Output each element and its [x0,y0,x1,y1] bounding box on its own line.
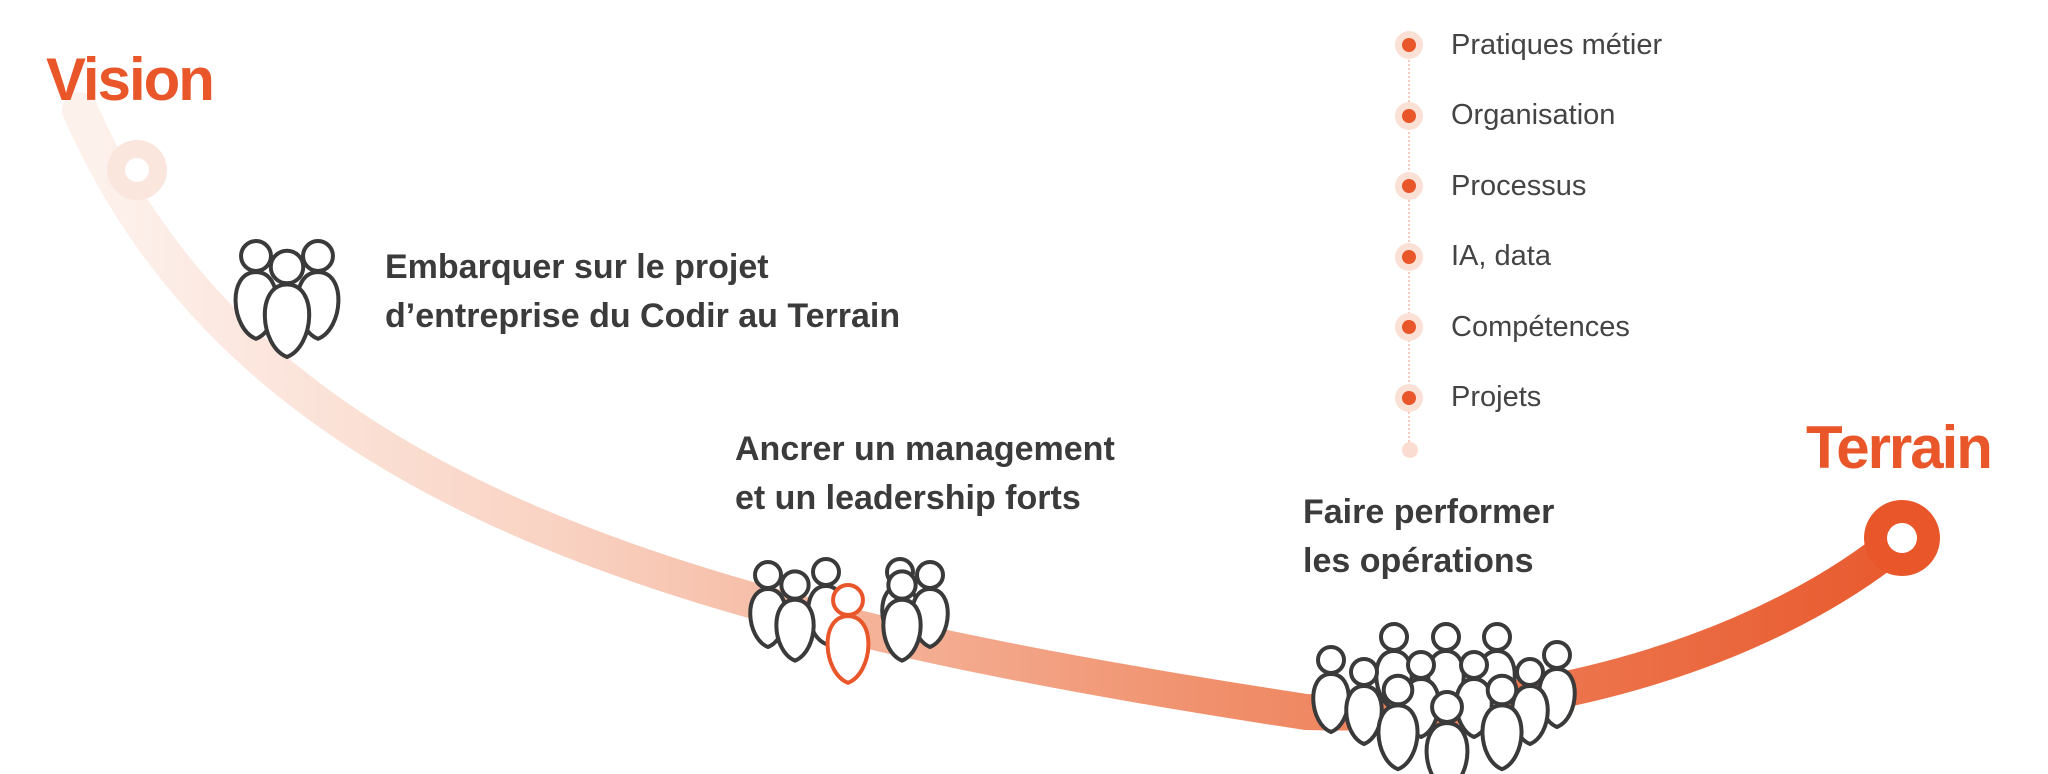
list-item: Compétences [1395,292,1662,363]
vision-label: Vision [46,46,215,113]
list-item: IA, data [1395,222,1662,293]
lever-label: Pratiques métier [1451,28,1663,61]
operations-crowd-icon [1311,622,1577,774]
step-line: Faire performer [1303,493,1555,531]
person-icon [1480,673,1524,772]
step-line: et un leadership forts [735,479,1081,517]
lever-label: Organisation [1451,99,1616,132]
step-embark: Embarquer sur le projet d’entreprise du … [385,243,900,341]
team-small-icon [233,239,341,360]
person-icon [1311,645,1351,735]
step-line: Embarquer sur le projet [385,248,769,286]
list-item: Pratiques métier [1395,10,1662,81]
list-item: Organisation [1395,81,1662,152]
list-item: Processus [1395,151,1662,222]
bullet-icon [1395,172,1423,201]
person-icon [825,583,871,685]
bullet-icon [1395,383,1423,412]
lever-label: Compétences [1451,310,1630,343]
bullet-icon [1395,313,1423,342]
person-icon [881,569,923,663]
levers-list: Pratiques métier Organisation Processus … [1395,10,1662,433]
bullet-icon [1395,101,1423,130]
step-line: Ancrer un management [735,430,1115,468]
list-item: Projets [1395,363,1662,434]
levers-end-dot [1402,442,1418,458]
person-icon [774,569,816,663]
management-team-icon [748,557,950,685]
person-icon [1344,657,1384,747]
bullet-icon [1395,31,1423,60]
step-operations: Faire performer les opérations [1303,488,1554,586]
person-icon [262,248,312,360]
lever-label: Projets [1451,381,1542,414]
person-icon [1424,690,1470,774]
person-icon [1376,673,1420,772]
terrain-label: Terrain [1806,414,1993,481]
step-line: d’entreprise du Codir au Terrain [385,297,901,335]
lever-label: IA, data [1451,240,1551,273]
journey-path [62,92,1920,731]
step-line: les opérations [1303,542,1534,580]
lever-label: Processus [1451,169,1587,202]
step-management: Ancrer un management et un leadership fo… [735,425,1115,523]
bullet-icon [1395,242,1423,271]
